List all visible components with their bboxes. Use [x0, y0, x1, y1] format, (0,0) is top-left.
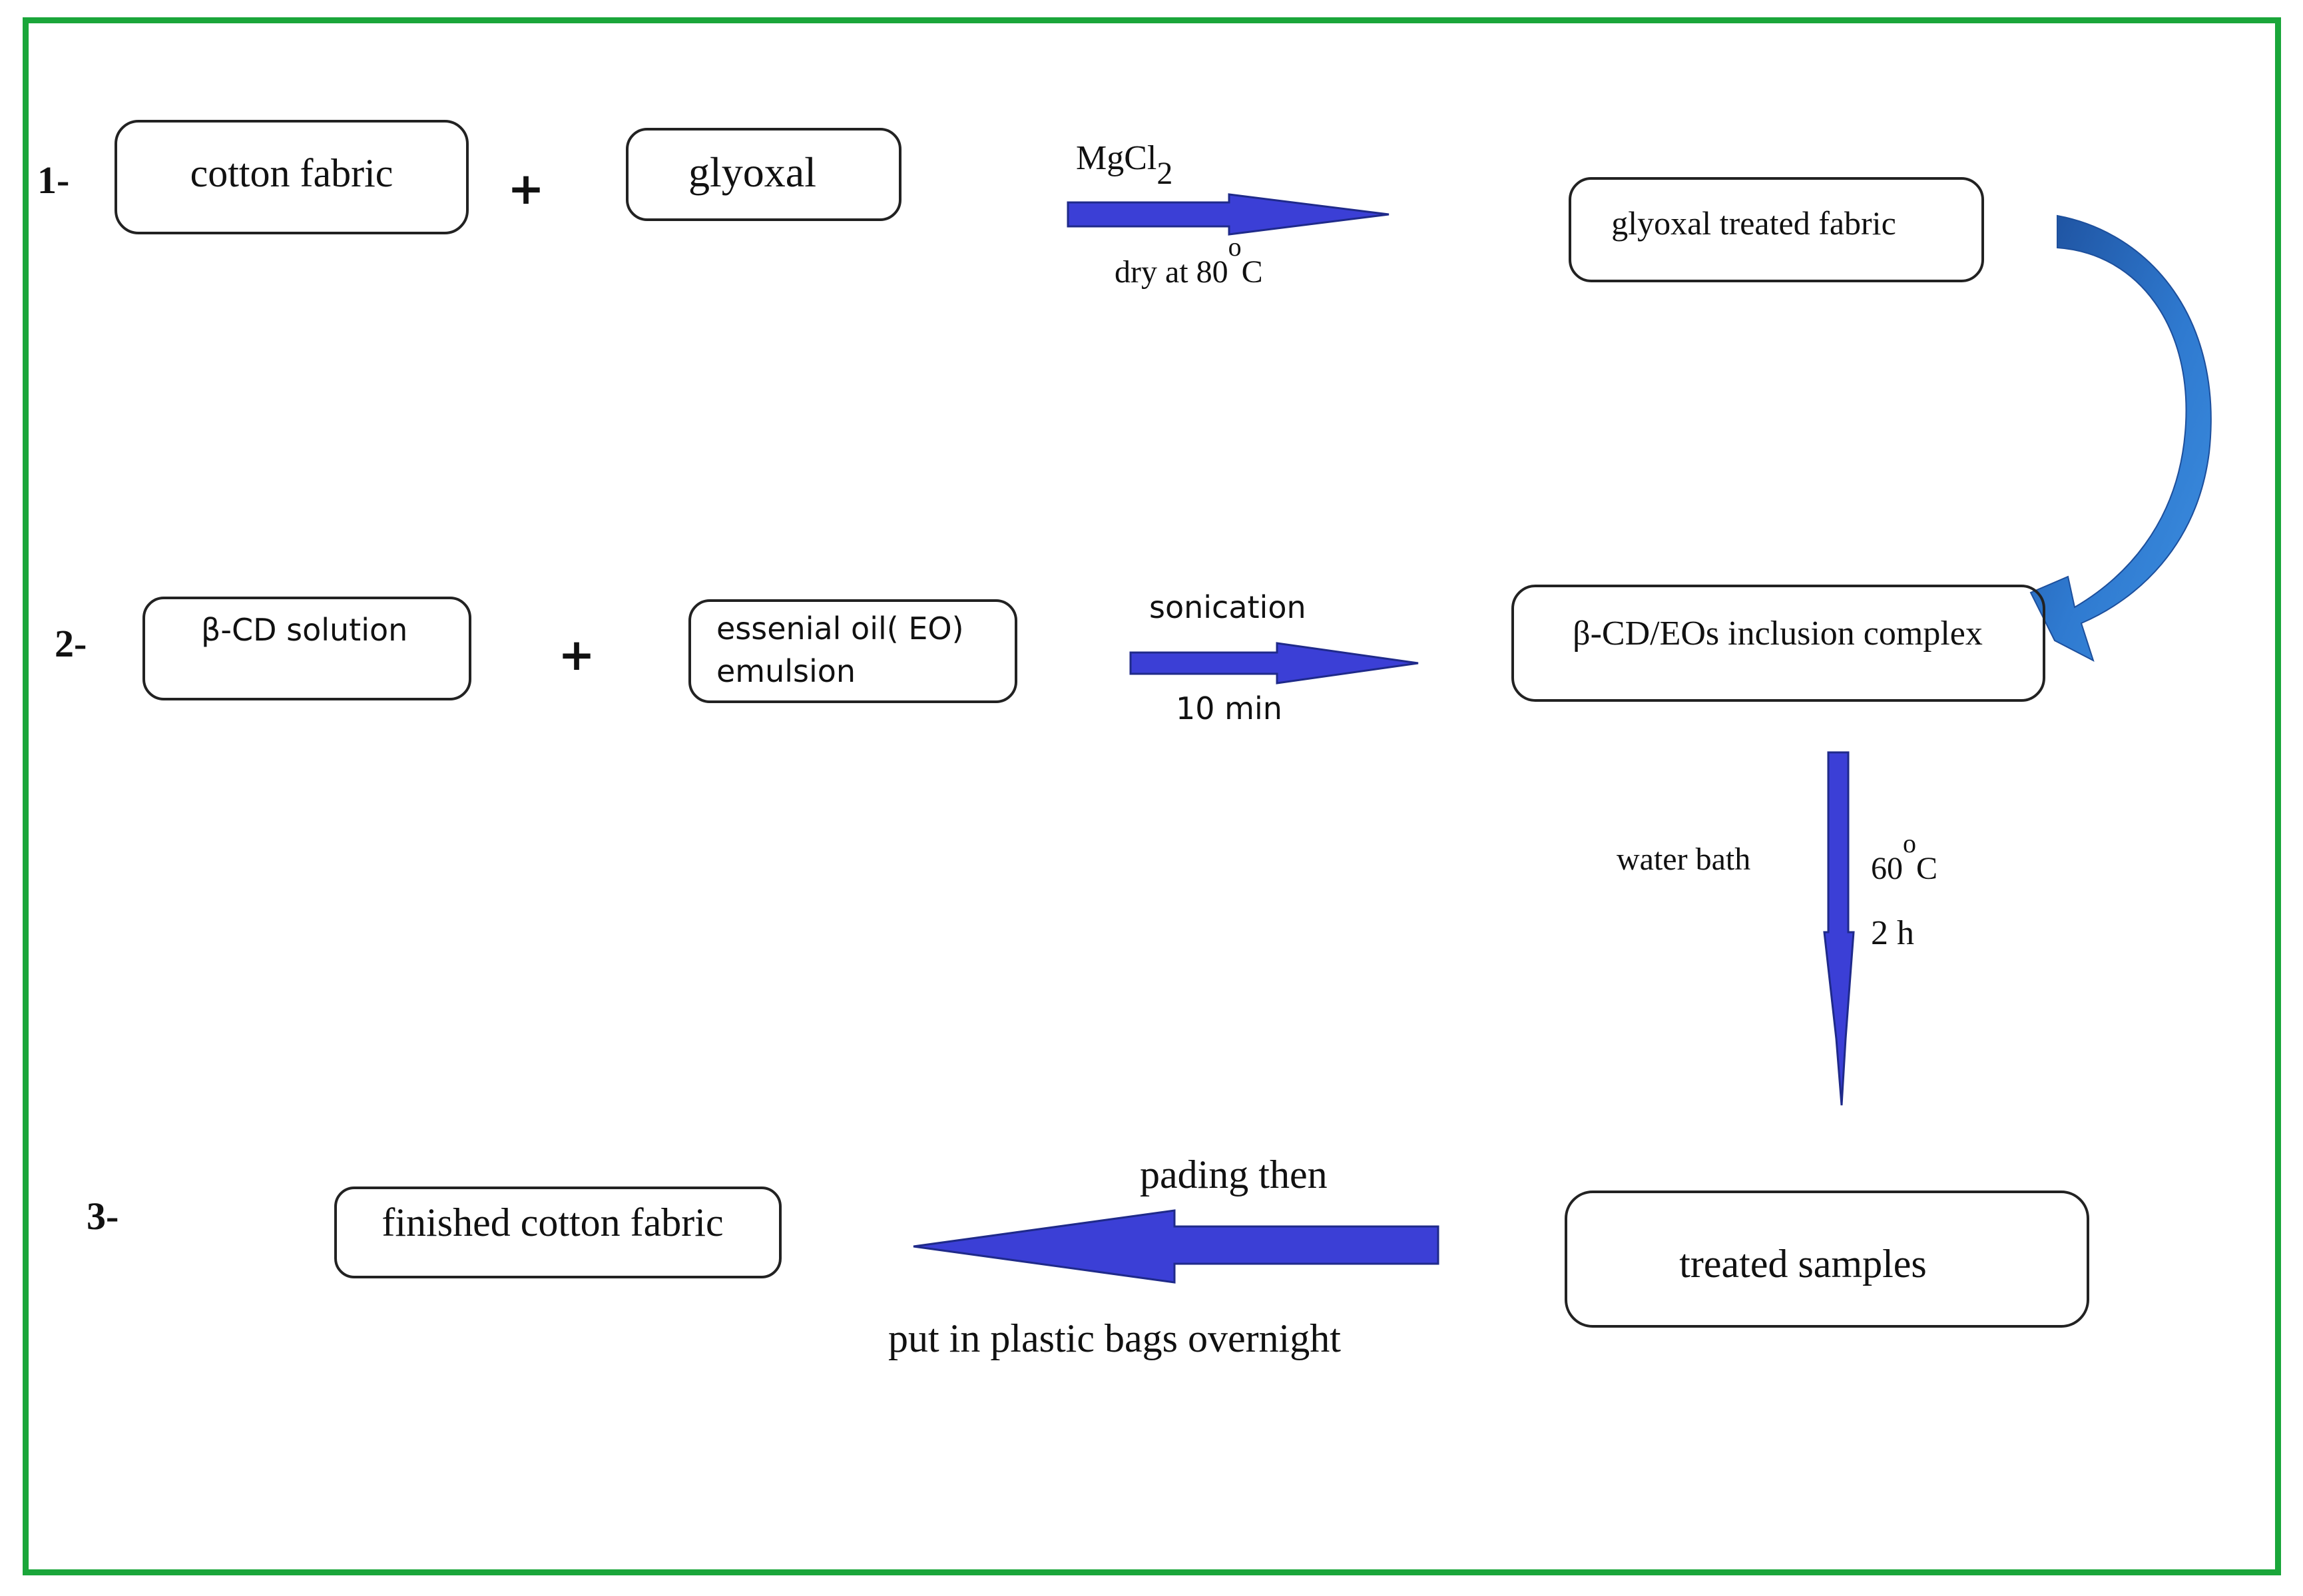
green-border-frame [23, 17, 2281, 1575]
essential-oil-label-line2: emulsion [716, 653, 856, 689]
treated-samples-label: treated samples [1679, 1242, 1927, 1286]
curved-arrow-row1-to-row2 [2029, 214, 2212, 663]
glyoxal-treated-fabric-label: glyoxal treated fabric [1611, 204, 1896, 242]
temp-degree-symbol: o [1903, 828, 1916, 858]
plus-sign-row2: + [558, 629, 595, 680]
finished-cotton-fabric-box [334, 1187, 782, 1278]
mgcl-subscript: 2 [1156, 156, 1172, 191]
step-number-3: 3- [87, 1195, 119, 1238]
glyoxal-treated-fabric-box [1569, 177, 1984, 282]
pading-then-label: pading then [1140, 1153, 1328, 1197]
cotton-fabric-box [115, 120, 469, 234]
arrow-row1-right [1067, 193, 1390, 236]
glyoxal-label: glyoxal [688, 148, 816, 196]
water-bath-label: water bath [1617, 842, 1750, 877]
essential-oil-label-line1: essenial oil( EO) [716, 611, 964, 647]
arrow-row1-top-label: MgCl2 [1076, 139, 1172, 191]
arrow-row3-left [913, 1209, 1439, 1284]
inclusion-complex-label: β-CD/EOs inclusion complex [1573, 615, 1983, 653]
glyoxal-box [626, 128, 901, 221]
step-number-2: 2- [55, 622, 87, 665]
plastic-bags-overnight-label: put in plastic bags overnight [888, 1316, 1341, 1360]
temperature-60c-label: 60oC [1871, 828, 1937, 886]
arrow-vertical-down [1823, 751, 1855, 1106]
finished-cotton-fabric-label: finished cotton fabric [382, 1200, 723, 1244]
cotton-fabric-label: cotton fabric [190, 151, 393, 195]
essential-oil-emulsion-box [688, 599, 1017, 703]
beta-cd-solution-box [142, 597, 471, 700]
treated-samples-box [1565, 1191, 2089, 1328]
temp-unit: C [1916, 851, 1937, 886]
step-number-1: 1- [37, 158, 69, 202]
arrow-row1-bottom-label: dry at 80oC [1115, 232, 1263, 290]
inclusion-complex-box [1511, 585, 2045, 702]
mgcl-text: MgCl [1076, 139, 1156, 177]
dry-degree-symbol: o [1228, 232, 1242, 262]
dry-unit: C [1242, 254, 1263, 290]
sonication-label: sonication [1149, 589, 1306, 625]
two-hours-label: 2 h [1871, 914, 1914, 952]
dry-at-text: dry at 80 [1115, 254, 1228, 290]
arrow-row2-right [1129, 642, 1419, 684]
beta-cd-solution-label: β-CD solution [201, 612, 407, 648]
plus-sign-row1: + [507, 163, 544, 214]
temp-value: 60 [1871, 851, 1903, 886]
ten-min-label: 10 min [1176, 690, 1282, 726]
